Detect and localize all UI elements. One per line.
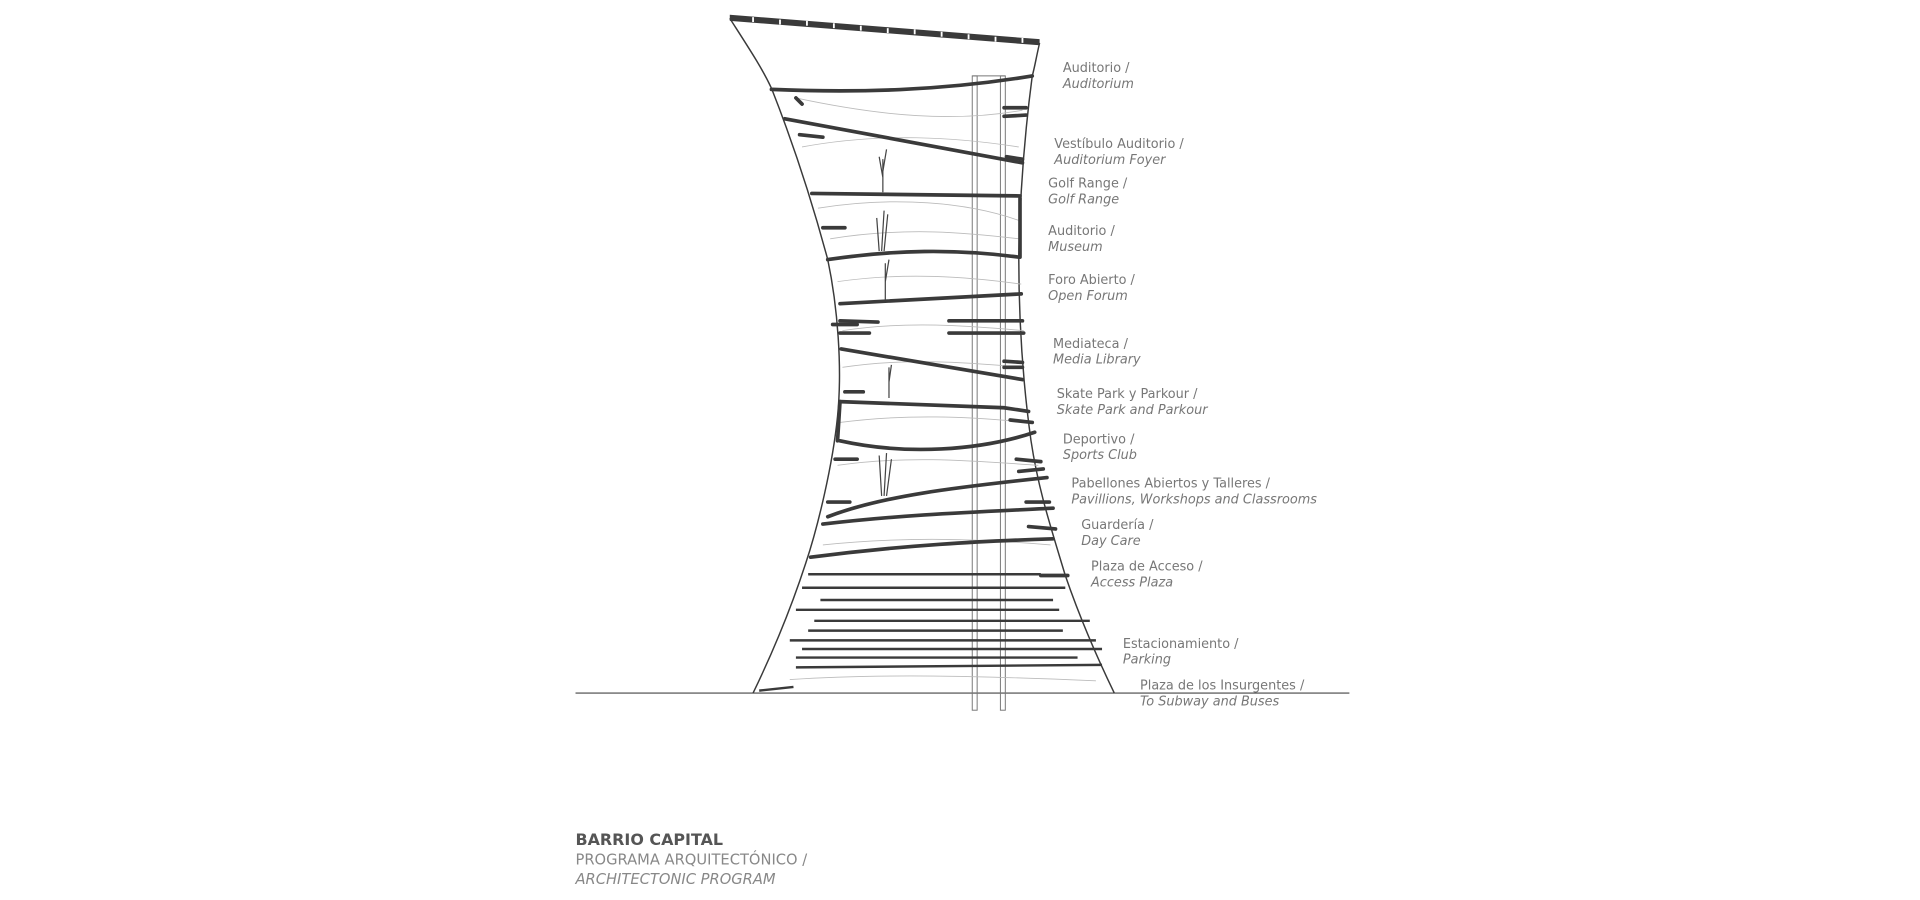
project-title: BARRIO CAPITAL xyxy=(576,830,724,849)
tower-drawing xyxy=(575,14,1350,711)
label-en: Auditorium Foyer xyxy=(1053,153,1166,168)
subtitle-en: ARCHITECTONIC PROGRAM xyxy=(575,871,776,888)
label-es: Foro Abierto / xyxy=(1048,273,1135,288)
parking-levels xyxy=(759,573,1103,692)
label-es: Auditorio / xyxy=(1048,224,1115,239)
label-en: Day Care xyxy=(1081,534,1141,549)
label-es: Plaza de los Insurgentes / xyxy=(1140,678,1305,693)
label-en: Access Plaza xyxy=(1090,576,1173,591)
label-en: Skate Park and Parkour xyxy=(1057,403,1208,418)
label-es: Skate Park y Parkour / xyxy=(1057,387,1198,402)
label-en: Auditorium xyxy=(1062,77,1134,92)
label-es: Pabellones Abiertos y Talleres / xyxy=(1071,476,1270,491)
elevator-shaft xyxy=(971,75,1006,711)
label-es: Plaza de Acceso / xyxy=(1091,560,1203,575)
label-es: Auditorio / xyxy=(1063,61,1130,76)
label-en: Media Library xyxy=(1053,353,1141,368)
floor-slabs xyxy=(759,74,1103,692)
label-es: Estacionamiento / xyxy=(1123,637,1239,652)
label-es: Mediateca / xyxy=(1053,337,1129,352)
label-es: Deportivo / xyxy=(1063,432,1135,447)
program-labels: Auditorio / Auditorium Vestíbulo Auditor… xyxy=(1048,61,1317,709)
subtitle-es: PROGRAMA ARQUITECTÓNICO / xyxy=(576,850,808,868)
roof-cap xyxy=(729,14,1040,46)
label-es: Guardería / xyxy=(1081,518,1154,533)
label-es: Vestíbulo Auditorio / xyxy=(1054,137,1184,152)
label-en: To Subway and Buses xyxy=(1140,694,1279,709)
label-es: Golf Range / xyxy=(1048,176,1128,191)
roof-ticks xyxy=(752,17,1024,43)
label-en: Parking xyxy=(1123,653,1171,668)
thin-ramps xyxy=(789,97,1096,682)
label-en: Golf Range xyxy=(1048,192,1119,207)
label-en: Pavillions, Workshops and Classrooms xyxy=(1071,492,1317,507)
label-en: Museum xyxy=(1048,240,1102,255)
tree-icons xyxy=(876,149,893,496)
label-en: Open Forum xyxy=(1048,289,1128,304)
label-en: Sports Club xyxy=(1063,448,1137,463)
title-block: BARRIO CAPITAL PROGRAMA ARQUITECTÓNICO /… xyxy=(575,830,808,888)
